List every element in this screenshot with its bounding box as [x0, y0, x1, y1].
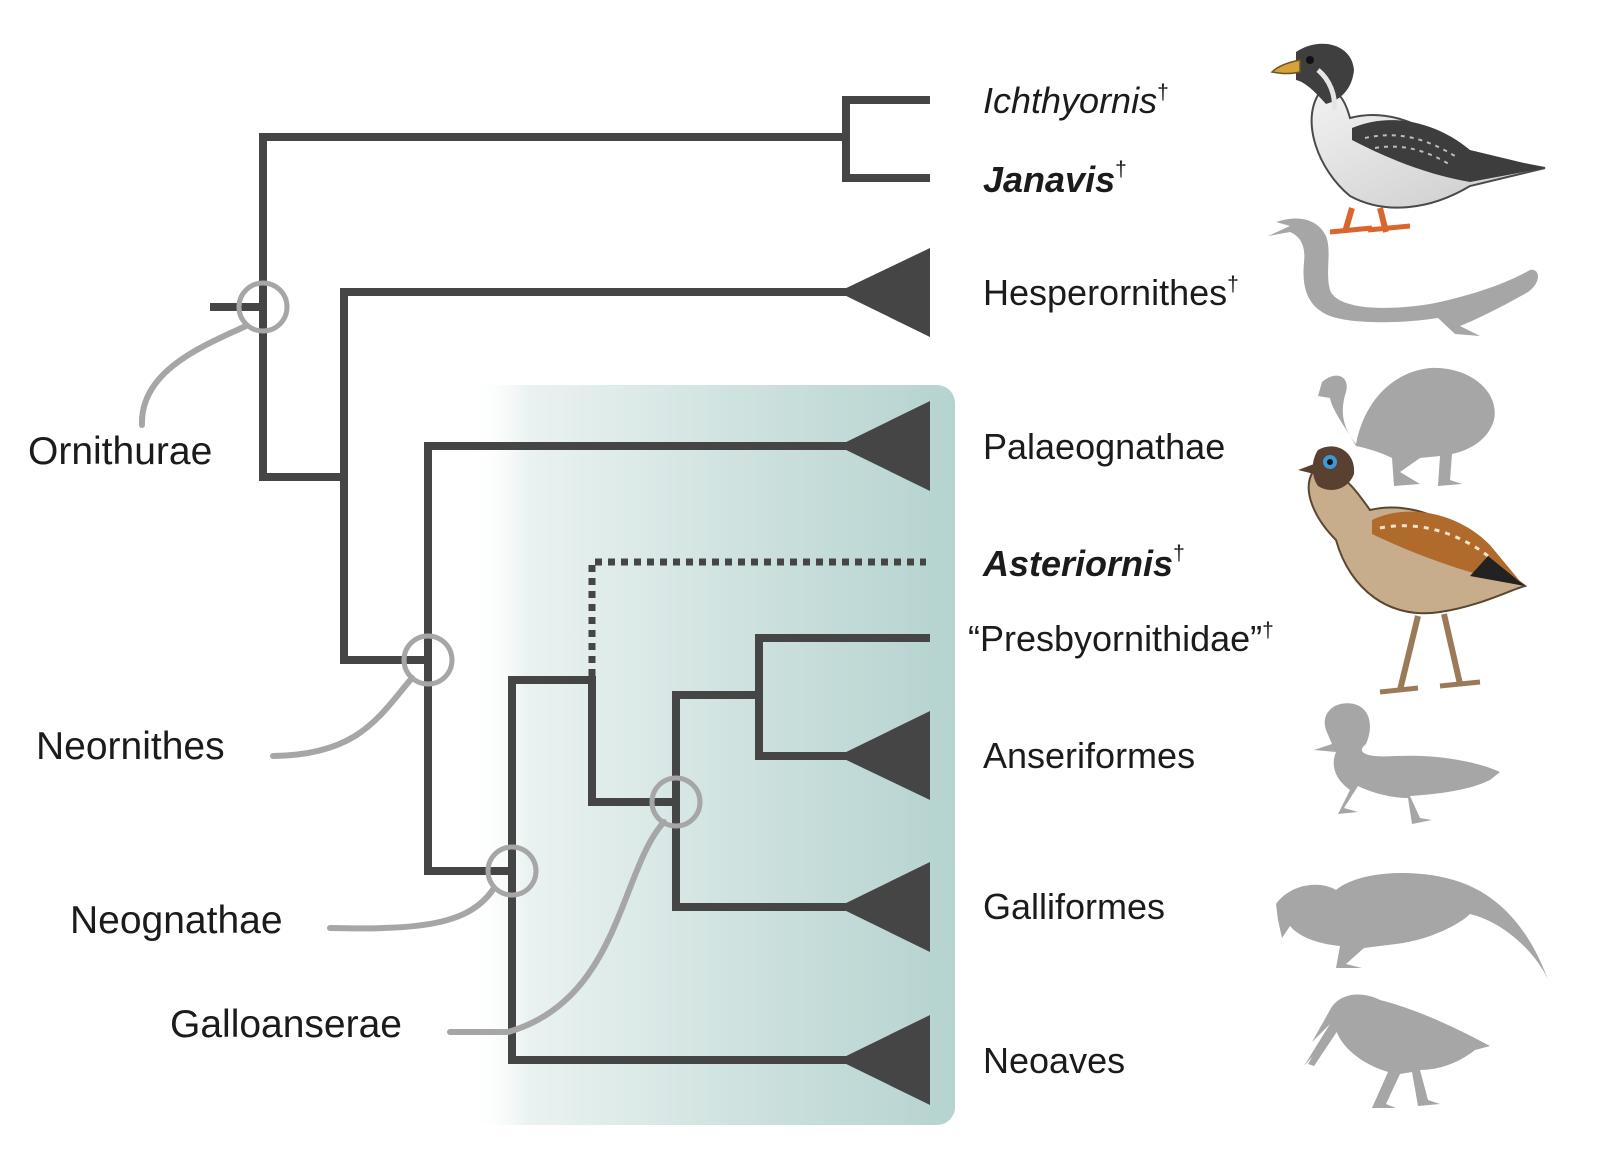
taxon-anseriformes: Anseriformes: [983, 735, 1195, 776]
node-markers: [236, 280, 703, 898]
taxon-hesperornithes: Hesperornithes†: [983, 272, 1239, 313]
galliformes-triangle: [838, 862, 930, 952]
extinct-dagger: †: [1227, 273, 1239, 296]
ornithurae-node: [236, 280, 290, 334]
neornithes-leader: [270, 675, 415, 759]
extinct-dagger: †: [1115, 158, 1127, 181]
taxon-asteriornis: Asteriornis†: [982, 542, 1185, 584]
taxon-asteriornis-name: Asteriornis: [982, 543, 1173, 584]
palaeognathae-triangle: [838, 401, 930, 491]
taxon-neoaves: Neoaves: [983, 1040, 1125, 1081]
ornithurae-node-branch: [259, 133, 348, 481]
galloanserae-node-branch: [672, 691, 850, 911]
galloanserae-branch: [588, 676, 680, 806]
taxon-ichthyornis: Ichthyornis†: [983, 80, 1169, 121]
neornithes-label: Neornithes: [36, 725, 225, 768]
taxon-ichthyornis-name: Ichthyornis: [983, 80, 1157, 121]
janavis-reconstruction: [1270, 43, 1546, 235]
anseriformes-triangle: [838, 711, 930, 800]
extinct-dagger: †: [1262, 619, 1274, 642]
tree-branches: [210, 96, 930, 1064]
hesperornis-silhouette: [1268, 218, 1538, 336]
taxon-janavis-name: Janavis: [983, 159, 1115, 200]
pheasant-silhouette: [1276, 872, 1548, 980]
extinct-dagger: †: [1157, 81, 1169, 104]
taxon-presbyornithidae-name: “Presbyornithidae”: [968, 618, 1262, 659]
hesperornithes-triangle: [838, 248, 930, 337]
hesperornithes-branch: [340, 288, 850, 664]
ichthyornis-janavis-fork: [842, 96, 930, 182]
galloanserae-label: Galloanserae: [170, 1003, 402, 1046]
taxon-galliformes: Galliformes: [983, 886, 1165, 927]
ornithurae-label: Ornithurae: [28, 430, 212, 473]
taxon-hesperornithes-name: Hesperornithes: [983, 272, 1227, 313]
ornithurae-leader: [138, 323, 249, 428]
kiwi-like-silhouette: [1304, 994, 1490, 1108]
anseriformes-node-branch: [755, 634, 930, 760]
neornithes-node: [401, 633, 455, 687]
asteriornis-reconstruction: [1298, 446, 1528, 695]
ratite-silhouette: [1318, 367, 1495, 486]
galloanserae-leader: [447, 819, 667, 1035]
taxon-labels: Ichthyornis† Janavis† Hesperornithes† Pa…: [968, 80, 1274, 1081]
node-leaders: [138, 323, 667, 1035]
palaeognathae-branch: [424, 442, 850, 875]
taxon-presbyornithidae: “Presbyornithidae”†: [968, 618, 1274, 659]
taxon-palaeognathae: Palaeognathae: [983, 426, 1225, 467]
extinct-dagger: †: [1173, 542, 1185, 565]
neoaves-triangle: [838, 1015, 930, 1105]
neognathae-label: Neognathae: [70, 899, 283, 942]
duck-silhouette: [1314, 703, 1500, 824]
clade-triangles: [838, 248, 930, 1105]
taxon-janavis: Janavis†: [983, 158, 1127, 200]
neognathae-branch: [508, 676, 850, 1064]
neognathae-node: [485, 844, 539, 898]
kiwi-bill: [1308, 1024, 1338, 1066]
neognathae-leader: [327, 885, 497, 932]
galloanserae-node: [649, 775, 703, 829]
